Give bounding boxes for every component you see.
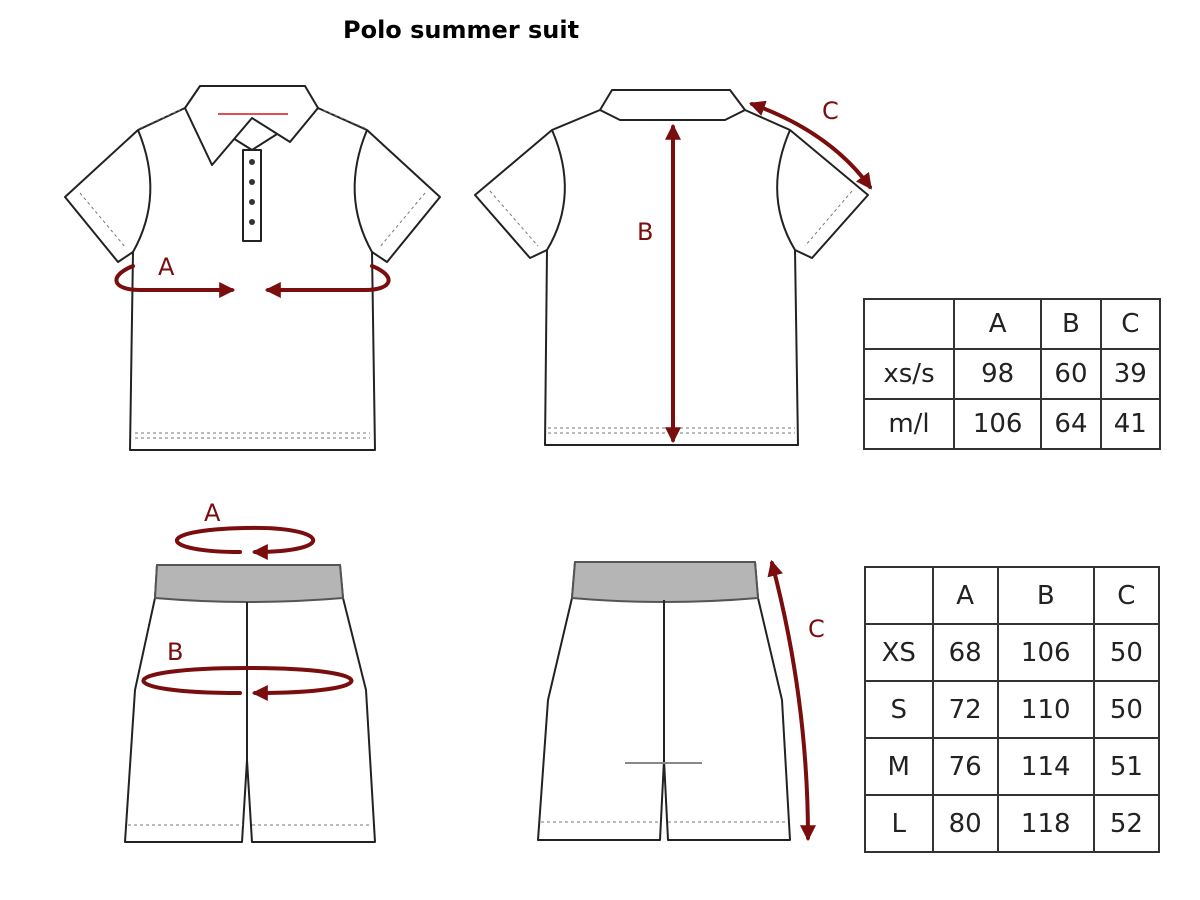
- table-header-row: A B C: [864, 566, 1161, 625]
- table-cell: 72: [931, 680, 999, 739]
- table-cell: B: [996, 566, 1095, 625]
- page-title: Polo summer suit: [343, 16, 580, 44]
- label-shorts-b: B: [167, 638, 183, 666]
- shorts-back-illustration: [537, 561, 791, 841]
- polo-width-arrow-left: [114, 264, 236, 298]
- table-cell: C: [1099, 298, 1162, 350]
- table-cell: A: [953, 298, 1043, 350]
- polo-width-arrow-right: [264, 264, 391, 298]
- table-cell: 41: [1099, 398, 1162, 450]
- table-cell: m/l: [862, 398, 956, 450]
- table-cell: 60: [1040, 348, 1102, 400]
- table-cell: C: [1092, 566, 1161, 625]
- table-row: L 80 118 52: [864, 794, 1161, 853]
- table-cell: 51: [1092, 737, 1161, 796]
- table-cell: A: [931, 566, 999, 625]
- polo-size-table: A B C xs/s 98 60 39 m/l 106 64 41: [862, 298, 1162, 450]
- table-cell: 106: [953, 398, 1043, 450]
- table-cell: 118: [996, 794, 1095, 853]
- table-row: m/l 106 64 41: [862, 398, 1162, 450]
- table-row: XS 68 106 50: [864, 623, 1161, 682]
- shorts-waist-arrow: [175, 525, 315, 560]
- table-cell: 76: [931, 737, 999, 796]
- table-header-row: A B C: [862, 298, 1162, 350]
- table-cell: 39: [1099, 348, 1162, 400]
- table-cell: 52: [1092, 794, 1161, 853]
- table-row: xs/s 98 60 39: [862, 348, 1162, 400]
- shorts-length-arrow: [767, 559, 816, 842]
- table-cell: XS: [864, 623, 934, 682]
- table-cell: 64: [1040, 398, 1102, 450]
- polo-front-illustration: [64, 85, 441, 451]
- table-cell: 98: [953, 348, 1043, 400]
- label-shorts-a: A: [204, 499, 221, 527]
- table-cell: 50: [1092, 680, 1161, 739]
- table-row: S 72 110 50: [864, 680, 1161, 739]
- shorts-front-illustration: [124, 564, 376, 843]
- table-row: M 76 114 51: [864, 737, 1161, 796]
- table-cell: [862, 298, 956, 350]
- table-cell: 80: [931, 794, 999, 853]
- label-polo-b: B: [637, 218, 653, 246]
- table-cell: xs/s: [862, 348, 956, 400]
- table-cell: 110: [996, 680, 1095, 739]
- table-cell: S: [864, 680, 934, 739]
- shorts-hip-arrow: [141, 665, 354, 701]
- table-cell: L: [864, 794, 934, 853]
- table-cell: B: [1040, 298, 1102, 350]
- table-cell: [864, 566, 934, 625]
- polo-sleeve-arrow: [748, 100, 872, 190]
- label-shorts-c: C: [808, 615, 825, 643]
- table-cell: 68: [931, 623, 999, 682]
- table-cell: 114: [996, 737, 1095, 796]
- table-cell: 106: [996, 623, 1095, 682]
- table-cell: 50: [1092, 623, 1161, 682]
- label-polo-a: A: [158, 253, 175, 281]
- shorts-size-table: A B C XS 68 106 50 S 72 110 50 M 76 114 …: [864, 566, 1161, 853]
- table-cell: M: [864, 737, 934, 796]
- label-polo-c: C: [822, 97, 839, 125]
